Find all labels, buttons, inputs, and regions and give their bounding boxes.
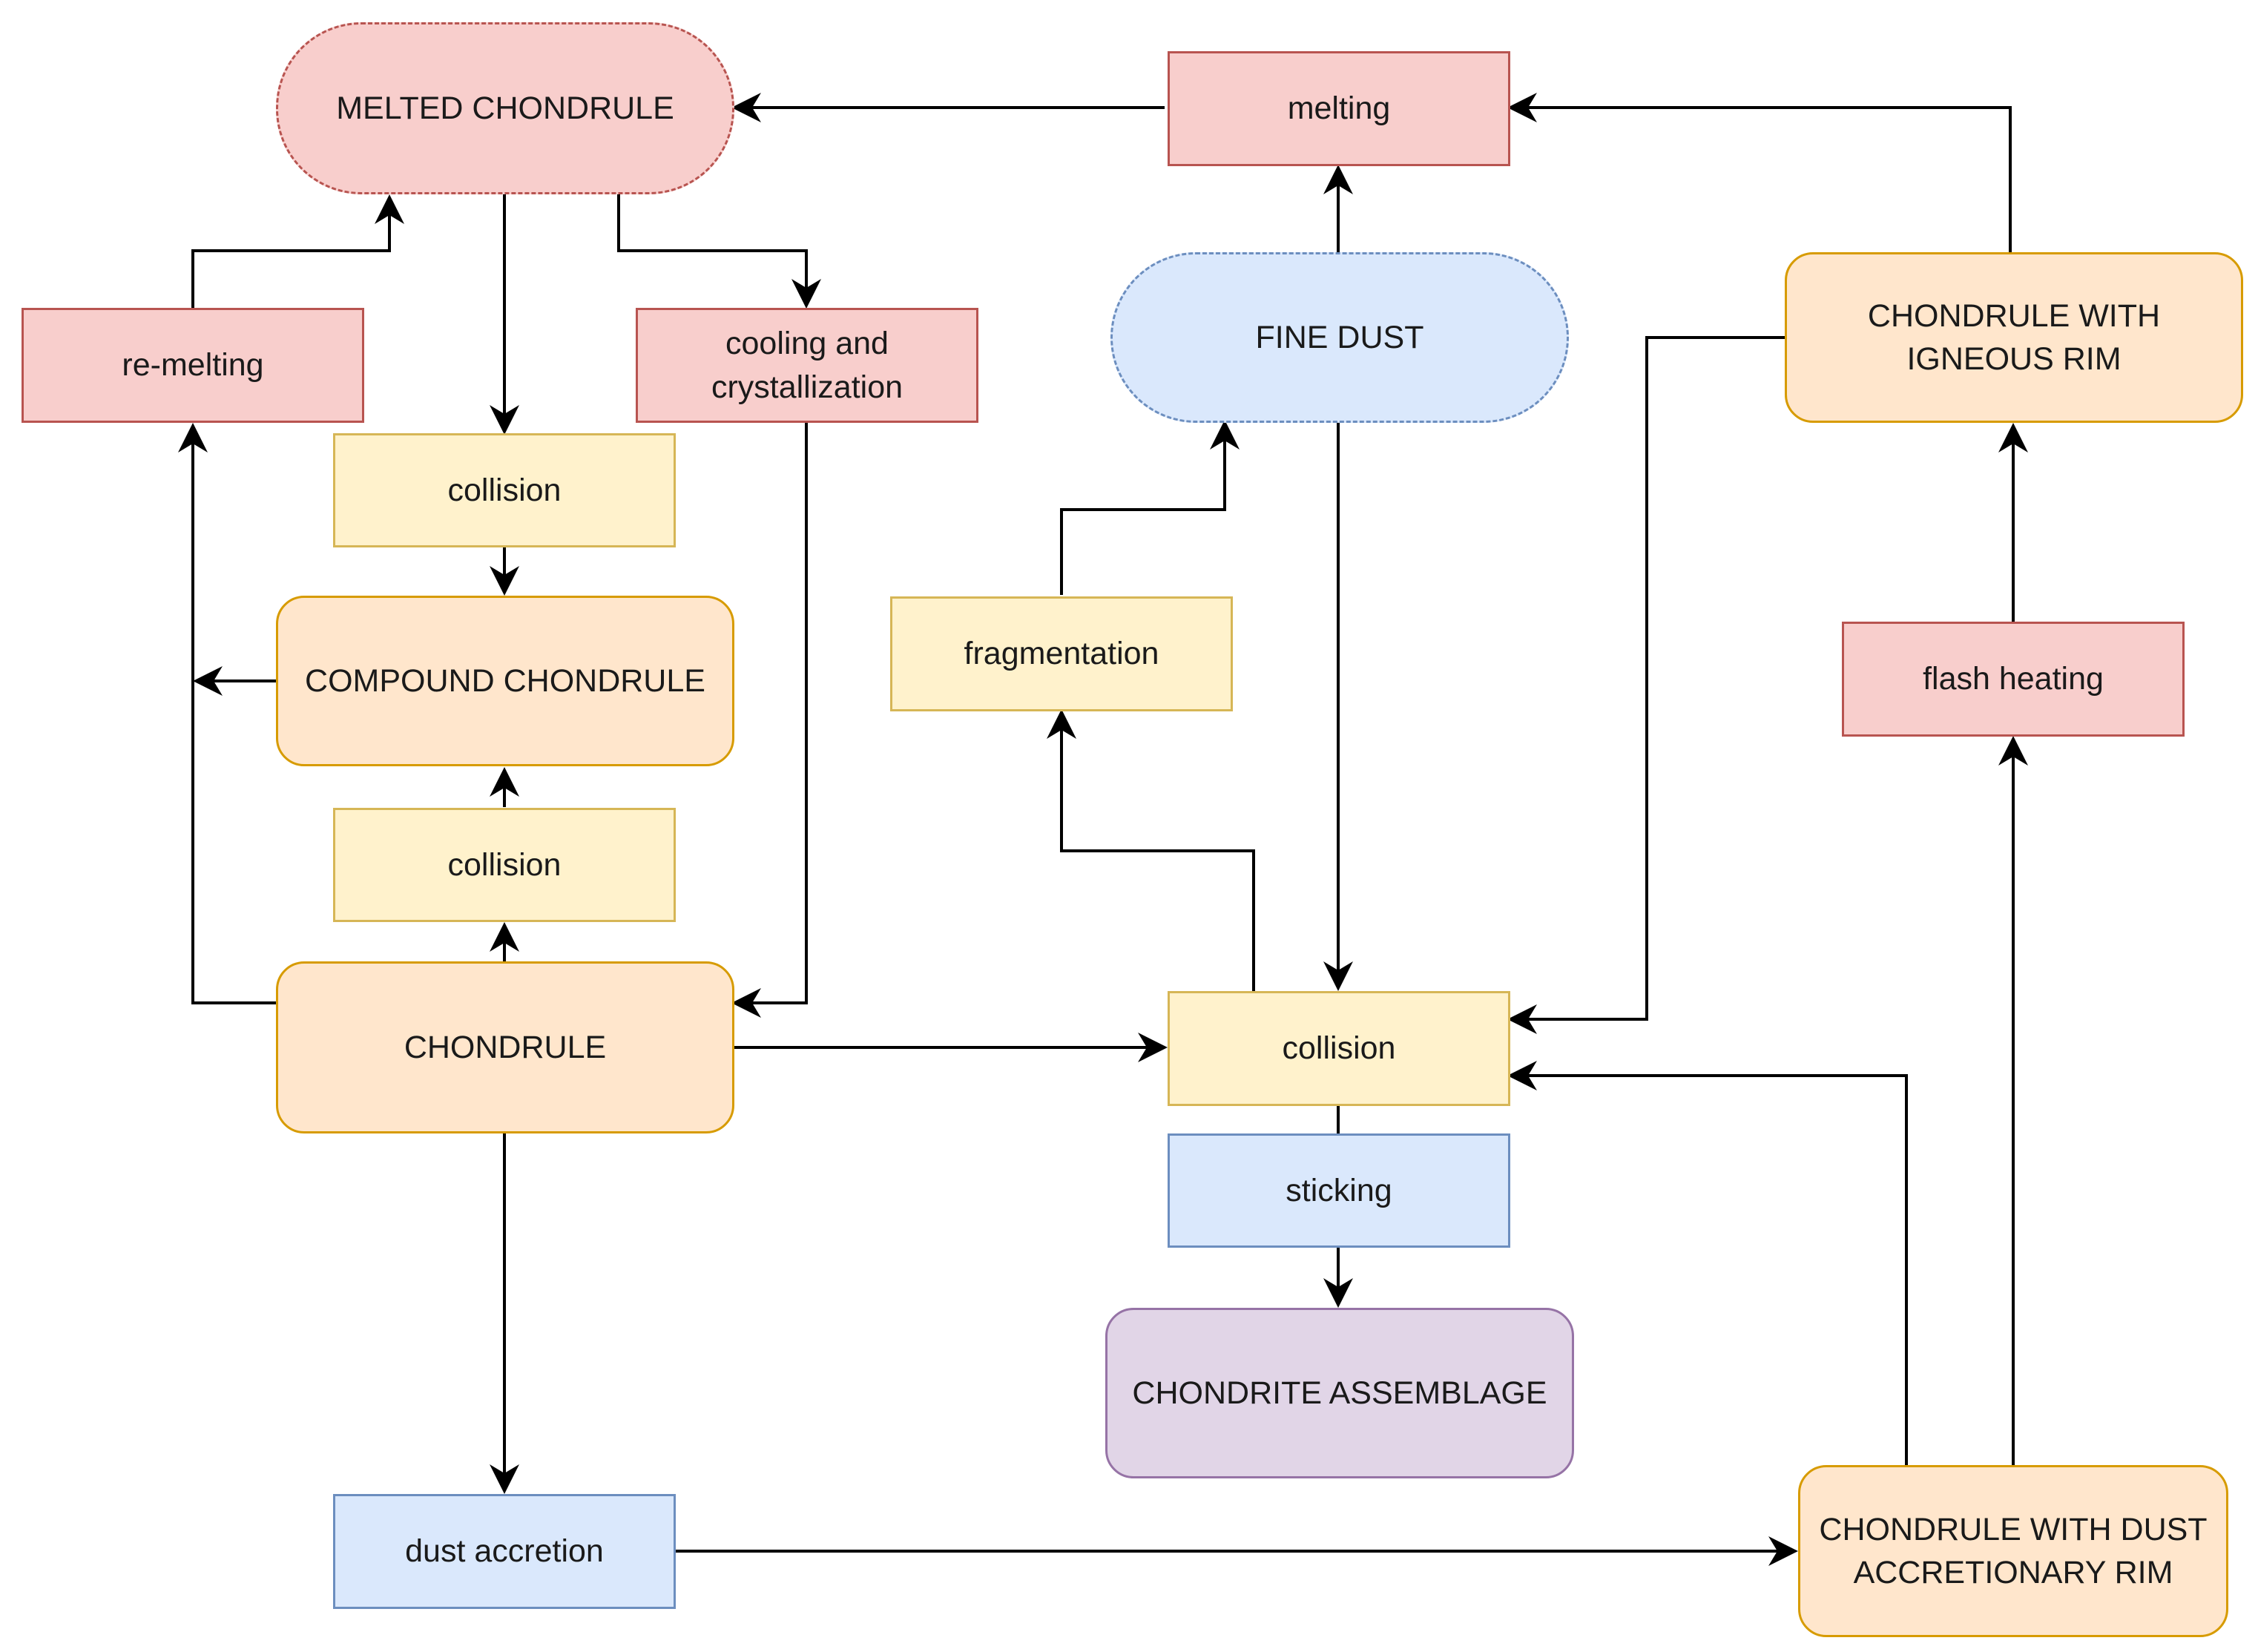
dust-accretion-node: dust accretion	[333, 1494, 676, 1609]
chondrule-igneous-rim-node: CHONDRULE WITH IGNEOUS RIM	[1785, 252, 2243, 423]
chondrite-assemblage-node: CHONDRITE ASSEMBLAGE	[1105, 1308, 1574, 1478]
chondrule-node: CHONDRULE	[276, 961, 734, 1133]
sticking-label: sticking	[1286, 1172, 1392, 1208]
cooling-crystallization-node: cooling and crystallization	[636, 308, 978, 423]
collision-upper-label: collision	[447, 472, 562, 508]
edge-melted-chondrule-to-cooling	[617, 194, 821, 309]
edge-re-melting-to-melted-chondrule	[191, 194, 404, 308]
re-melting-label: re-melting	[122, 347, 264, 384]
flash-heating-label: flash heating	[1923, 661, 2104, 697]
edge-chondrule-to-re-melting	[178, 423, 276, 1004]
compound-chondrule-node: COMPOUND CHONDRULE	[276, 596, 734, 766]
chondrule-dust-rim-label: CHONDRULE WITH DUST ACCRETIONARY RIM	[1819, 1511, 2208, 1590]
chondrite-assemblage-label: CHONDRITE ASSEMBLAGE	[1132, 1375, 1547, 1411]
collision-center-label: collision	[1282, 1030, 1396, 1067]
chondrule-igneous-rim-label: CHONDRULE WITH IGNEOUS RIM	[1867, 297, 2161, 377]
melted-chondrule-node: MELTED CHONDRULE	[276, 22, 734, 194]
chondrule-dust-rim-node: CHONDRULE WITH DUST ACCRETIONARY RIM	[1798, 1465, 2228, 1637]
dust-accretion-label: dust accretion	[405, 1533, 604, 1570]
edge-igneous-rim-to-melting	[1507, 93, 2012, 252]
fine-dust-label: FINE DUST	[1255, 319, 1424, 355]
collision-node-center: collision	[1168, 991, 1510, 1106]
melting-node: melting	[1168, 51, 1510, 166]
cooling-crystallization-label: cooling and crystallization	[711, 326, 903, 405]
fine-dust-node: FINE DUST	[1110, 252, 1569, 423]
edge-collision-to-fragmentation	[1047, 709, 1255, 991]
re-melting-node: re-melting	[22, 308, 364, 423]
edge-cooling-to-chondrule	[731, 423, 808, 1018]
chondrule-label: CHONDRULE	[404, 1029, 607, 1065]
collision-node-middle: collision	[333, 808, 676, 922]
fragmentation-label: fragmentation	[964, 636, 1159, 672]
collision-node-upper: collision	[333, 433, 676, 547]
flash-heating-node: flash heating	[1842, 622, 2185, 737]
compound-chondrule-label: COMPOUND CHONDRULE	[305, 662, 705, 699]
melting-label: melting	[1287, 91, 1391, 127]
sticking-node: sticking	[1168, 1133, 1510, 1248]
edge-fragmentation-to-fine-dust	[1060, 420, 1240, 595]
edge-dust-rim-to-collision	[1507, 1061, 1908, 1465]
melted-chondrule-label: MELTED CHONDRULE	[336, 90, 674, 126]
collision-middle-label: collision	[447, 846, 562, 883]
fragmentation-node: fragmentation	[890, 596, 1233, 711]
edge-igneous-rim-to-collision	[1507, 336, 1785, 1034]
